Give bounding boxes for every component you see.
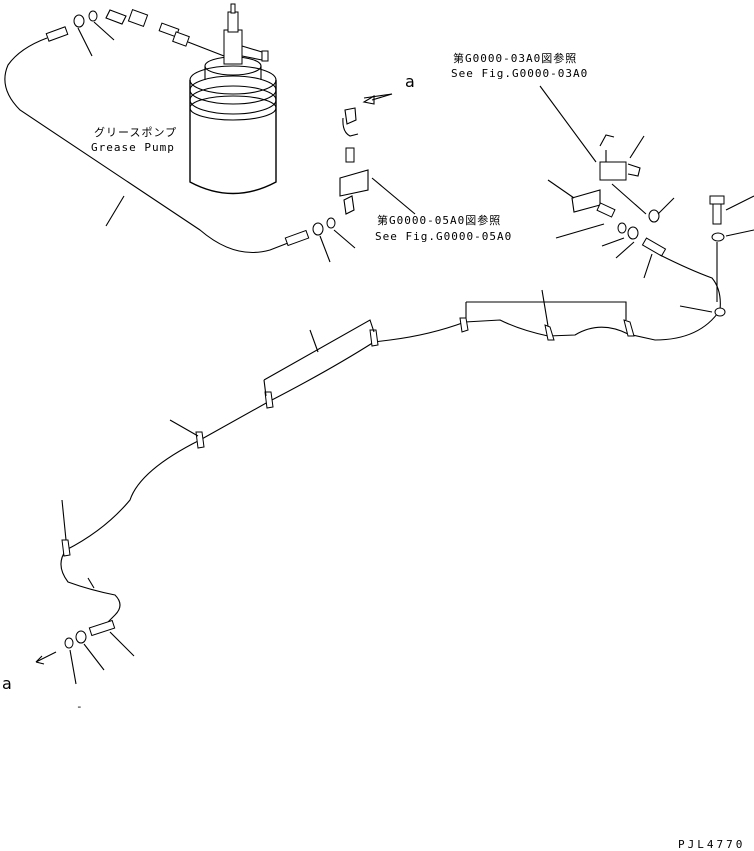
connector-mark-bottom: a (2, 674, 12, 693)
main-hose (60, 254, 721, 629)
manifold-block (339, 93, 416, 215)
ref-label-03a0-en: See Fig.G0000-03A0 (451, 67, 589, 80)
pump-label-jp: グリースポンプ (94, 126, 178, 139)
pump-label-en: Grease Pump (91, 141, 175, 154)
bolt-washer (709, 195, 754, 302)
connector-mark-top: a (405, 72, 415, 91)
hose-clamps (61, 317, 635, 557)
drawing-code: PJL4770 (678, 838, 746, 851)
valve-group (539, 85, 675, 279)
grease-pump (189, 3, 277, 195)
bottom-fittings (35, 619, 135, 685)
ref-label-05a0-en: See Fig.G0000-05A0 (375, 230, 513, 243)
ref-label-03a0-jp: 第G0000-03A0図参照 (453, 52, 578, 65)
small-mark: - (76, 700, 84, 713)
pump-outlet-fittings (45, 8, 225, 57)
ref-label-05a0-jp: 第G0000-05A0図参照 (377, 214, 502, 227)
grease-hose-loop (4, 37, 289, 254)
